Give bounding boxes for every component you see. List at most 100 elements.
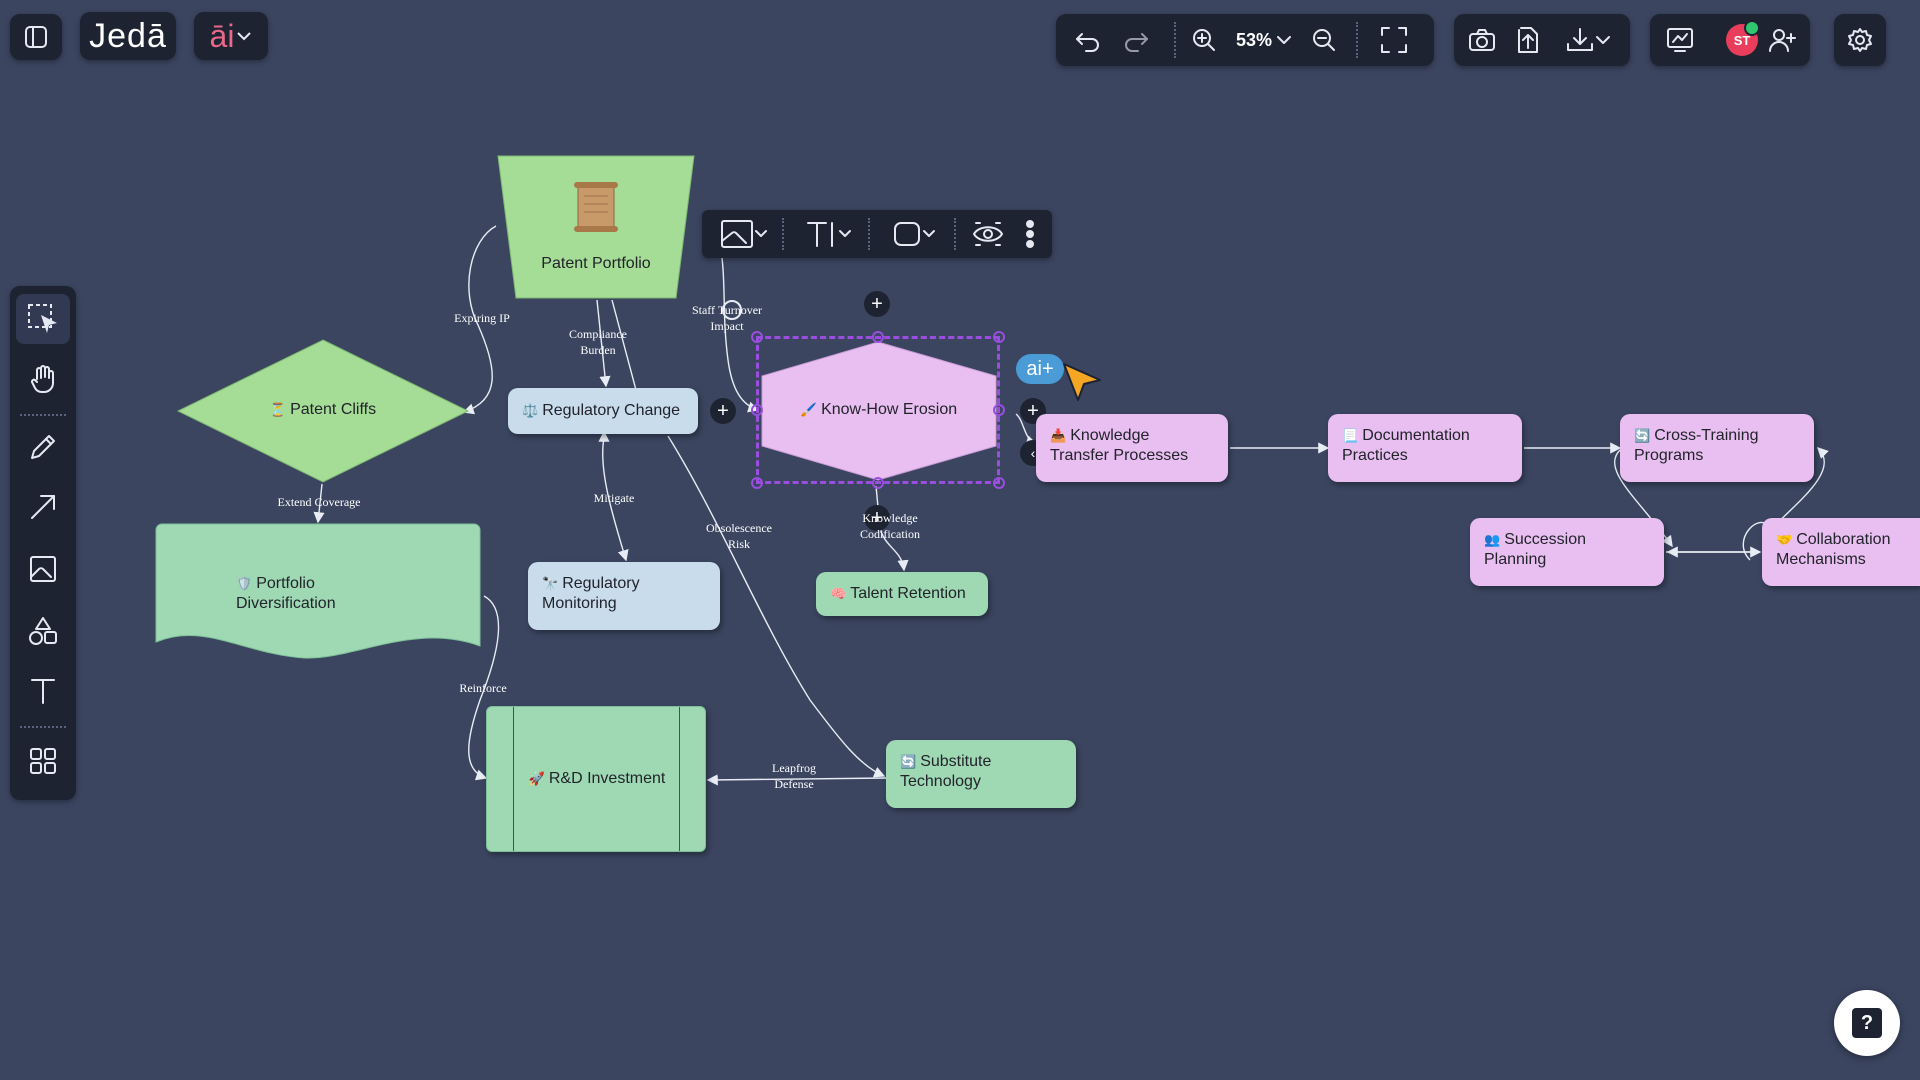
resize-handle[interactable]	[872, 331, 884, 343]
select-cursor-icon	[28, 304, 57, 333]
tools-panel	[10, 286, 76, 800]
edge-label-line: Compliance	[569, 327, 627, 341]
jeda-logo[interactable]: Jedā	[80, 12, 176, 60]
node-knowledge-transfer[interactable]: 📥Knowledge Transfer Processes	[1036, 414, 1228, 482]
node-label-line2: Mechanisms	[1776, 551, 1866, 568]
ai-plus-badge[interactable]: ai+	[1016, 354, 1064, 384]
resize-handle[interactable]	[993, 477, 1005, 489]
cycle-icon: 🔄	[900, 754, 917, 769]
image-tool[interactable]	[16, 544, 70, 594]
node-label-line2: Transfer Processes	[1050, 447, 1189, 464]
cycle-icon: 🔄	[1634, 428, 1651, 443]
node-label: Know-How Erosion	[821, 401, 958, 418]
node-documentation-practices[interactable]: 📃Documentation Practices	[1328, 414, 1522, 482]
node-label-line1: Documentation	[1362, 427, 1470, 444]
shape-style-dropdown[interactable]	[716, 218, 772, 250]
node-label-line2: Technology	[900, 773, 981, 790]
rocket-icon: 🚀	[528, 771, 545, 786]
chevron-down-icon	[839, 230, 851, 237]
present-button[interactable]	[1660, 24, 1700, 56]
redo-button[interactable]	[1118, 24, 1154, 56]
chevron-down-icon	[755, 230, 767, 237]
edge-label-line: Leapfrog	[772, 761, 816, 775]
people-icon: 👥	[1484, 532, 1501, 547]
fit-screen-button[interactable]	[1374, 24, 1414, 56]
add-node-bottom-button[interactable]: +	[864, 505, 890, 531]
inbox-icon: 📥	[1050, 428, 1067, 443]
edge-label-line: Staff Turnover	[691, 303, 763, 317]
scales-icon: ⚖️	[522, 403, 539, 418]
shield-icon: 🛡️	[236, 576, 253, 591]
history-zoom-toolbar: 53%	[1056, 14, 1434, 66]
edge-label-obsolescence-risk: Obsolescence Risk	[696, 520, 782, 552]
rounded-square-icon	[894, 222, 920, 246]
visibility-button[interactable]	[968, 218, 1008, 250]
more-vertical-icon	[1026, 220, 1034, 248]
node-know-how-erosion[interactable]: 🖌️Know-How Erosion	[758, 338, 1000, 484]
resize-handle[interactable]	[993, 404, 1005, 416]
zoom-out-button[interactable]	[1306, 24, 1342, 56]
arrow-icon	[31, 495, 55, 519]
brain-icon: 🧠	[830, 586, 847, 601]
resize-handle[interactable]	[751, 404, 763, 416]
node-regulatory-change[interactable]: ⚖️ Regulatory Change	[508, 388, 698, 434]
upload-button[interactable]	[1510, 22, 1546, 58]
templates-tool[interactable]	[16, 736, 70, 786]
text-style-dropdown[interactable]	[800, 218, 856, 250]
selection-box	[756, 336, 1000, 484]
rotate-handle[interactable]	[722, 300, 742, 320]
node-rd-investment[interactable]: 🚀R&D Investment	[486, 706, 706, 852]
node-label: R&D Investment	[548, 770, 666, 787]
zoom-in-icon	[1193, 29, 1215, 51]
mouse-cursor-icon	[1063, 363, 1101, 401]
chevron-down-icon	[1277, 36, 1292, 44]
hand-tool[interactable]	[16, 354, 70, 404]
edge-label-line: Risk	[727, 537, 750, 551]
add-user-button[interactable]	[1764, 24, 1800, 56]
node-collaboration-mechanisms[interactable]: 🤝Collaboration Mechanisms	[1762, 518, 1920, 586]
help-icon: ?	[1852, 1008, 1882, 1038]
edge-label-line: Defense	[774, 777, 814, 791]
resize-handle[interactable]	[993, 331, 1005, 343]
chevron-down-icon	[923, 230, 935, 237]
node-regulatory-monitoring[interactable]: 🔭Regulatory Monitoring	[528, 562, 720, 630]
add-node-top-button[interactable]: +	[864, 291, 890, 317]
border-style-dropdown[interactable]	[886, 218, 942, 250]
zoom-in-button[interactable]	[1186, 24, 1222, 56]
resize-handle[interactable]	[872, 477, 884, 489]
node-patent-portfolio[interactable]: Patent Portfolio	[496, 154, 696, 300]
node-substitute-technology[interactable]: 🔄Substitute Technology	[886, 740, 1076, 808]
handshake-icon: 🤝	[1776, 532, 1793, 547]
pen-tool[interactable]	[16, 422, 70, 472]
node-talent-retention[interactable]: 🧠 Talent Retention	[816, 572, 988, 616]
node-portfolio-diversification[interactable]: 🛡️Portfolio Diversification	[154, 522, 482, 662]
undo-button[interactable]	[1070, 24, 1106, 56]
download-dropdown[interactable]	[1558, 24, 1618, 56]
edge-label-reinforce: Reinforce	[459, 681, 507, 695]
resize-handle[interactable]	[751, 331, 763, 343]
help-button[interactable]: ?	[1834, 990, 1900, 1056]
node-succession-planning[interactable]: 👥Succession Planning	[1470, 518, 1664, 586]
download-icon	[1567, 28, 1593, 51]
shapes-icon	[29, 617, 57, 645]
scroll-icon	[570, 180, 622, 234]
node-label-line2: Programs	[1634, 447, 1704, 464]
more-options-button[interactable]	[1020, 218, 1040, 250]
hand-icon	[31, 365, 54, 394]
node-cross-training[interactable]: 🔄Cross-Training Programs	[1620, 414, 1814, 482]
shapes-tool[interactable]	[16, 606, 70, 656]
settings-button[interactable]	[1834, 14, 1886, 66]
resize-handle[interactable]	[751, 477, 763, 489]
node-patent-cliffs[interactable]: ⏳Patent Cliffs	[176, 338, 470, 484]
zoom-level: 53%	[1235, 29, 1273, 50]
select-tool[interactable]	[16, 294, 70, 344]
screenshot-button[interactable]	[1464, 24, 1500, 56]
sidebar-icon	[25, 26, 47, 48]
text-tool[interactable]	[16, 666, 70, 716]
avatar[interactable]: ST	[1726, 20, 1760, 56]
sidebar-toggle-button[interactable]	[10, 14, 62, 60]
zoom-level-dropdown[interactable]: 53%	[1232, 24, 1296, 56]
ai-menu-button[interactable]: āi	[194, 12, 268, 60]
arrow-tool[interactable]	[16, 482, 70, 532]
add-node-left-button[interactable]: +	[710, 398, 736, 424]
